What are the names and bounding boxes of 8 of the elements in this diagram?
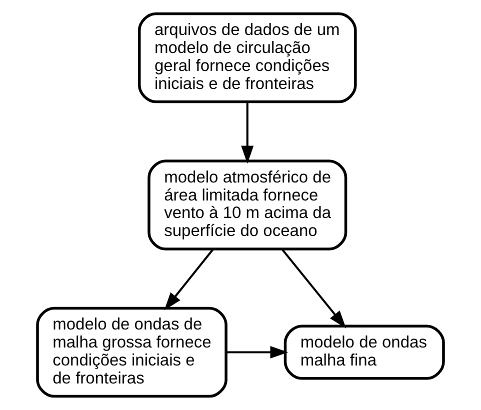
arrow [164, 248, 214, 310]
node-box: modelo atmosférico de área limitada fornece vento à 10 m acima da superfície do oceano [148, 160, 348, 250]
node-box: modelo de ondas malha fina [284, 324, 445, 380]
node-box: modelo de ondas de malha grossa fornece condições iniciais e de fronteiras [36, 306, 228, 398]
node-box: arquivos de dados de um modelo de circulação geral fornece condições iniciais e de fronteiras [138, 12, 357, 104]
arrow [281, 248, 346, 328]
arrow [241, 102, 254, 164]
arrow [226, 346, 288, 359]
